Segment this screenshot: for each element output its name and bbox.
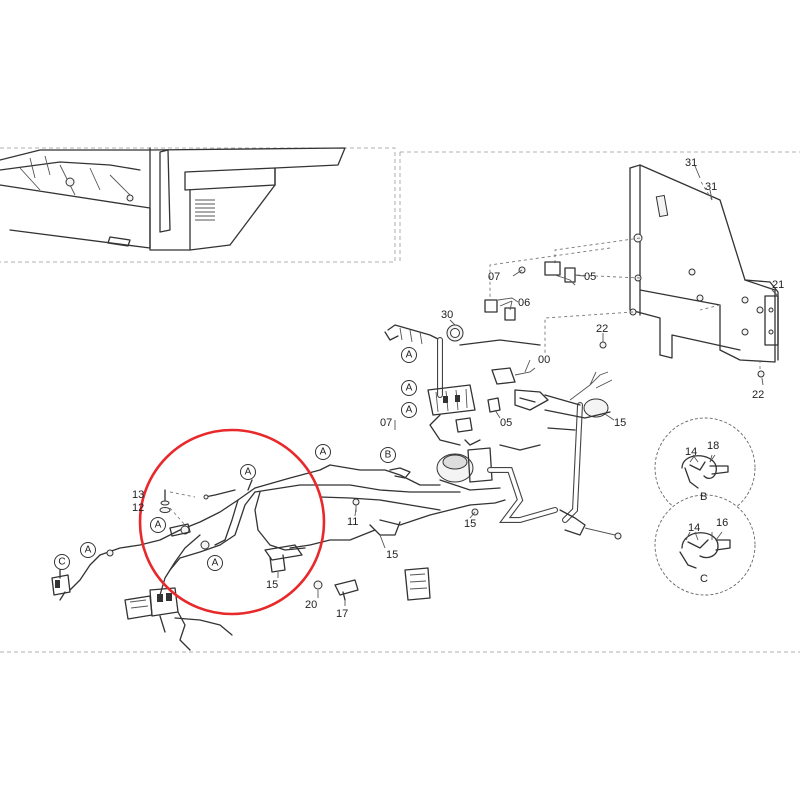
svg-text:A: A [406,383,413,394]
mounting-bracket [629,164,779,363]
svg-text:A: A [212,558,219,569]
leader-line [544,311,634,355]
svg-text:C: C [58,557,65,568]
svg-text:A: A [85,545,92,556]
ref-marker-a8: A [207,555,223,571]
part-label-22b: 22 [752,389,764,401]
ref-marker-a4: A [315,444,331,460]
part-label-31a: 31 [685,157,697,169]
part-label-11: 11 [347,516,358,528]
leader-line [574,274,641,279]
svg-text:A: A [245,467,252,478]
ref-marker-c1: C [54,554,70,570]
ref-marker-a5: A [240,464,256,480]
svg-text:A: A [406,350,413,361]
part-label-05b: 05 [500,417,512,429]
part-label-20: 20 [305,599,317,611]
detail-view-c-label: C [700,573,708,585]
highlight-circle [138,428,326,616]
part-label-00: 00 [538,354,550,366]
part-label-13: 13 [132,489,144,501]
leader-line [489,247,611,300]
part-label-07b: 07 [380,417,392,429]
part-label-15b: 15 [464,518,476,530]
detail-view-c [654,494,756,596]
part-label-22a: 22 [596,323,608,335]
center-assembly [404,439,622,601]
clip-parts-upper [484,261,765,378]
svg-text:A: A [406,405,413,416]
ref-marker-a3: A [401,402,417,418]
ref-marker-a7: A [80,542,96,558]
detail-view-b-label: B [700,491,707,503]
part-label-18: 18 [707,440,719,452]
part-label-15c: 15 [386,549,398,561]
part-label-12: 12 [132,502,144,514]
upper-harness [384,324,613,523]
leader-line [554,237,641,265]
part-label-21: 21 [772,279,784,291]
inset-view [0,147,396,263]
part-label-17: 17 [336,608,348,620]
part-label-15a: 15 [614,417,626,429]
leader-line [699,304,721,311]
leader-line [699,179,713,201]
part-label-14c: 14 [688,522,700,534]
ref-marker-b1: B [380,447,396,463]
lower-harness [51,464,506,651]
svg-text:B: B [385,450,392,461]
svg-text:A: A [320,447,327,458]
part-label-30: 30 [441,309,453,321]
label-leaders [277,165,779,606]
part-label-14b: 14 [685,446,697,458]
part-label-31b: 31 [705,181,717,193]
ref-marker-a6: A [150,517,166,533]
part-label-15d: 15 [266,579,278,591]
part-label-16: 16 [716,517,728,529]
part-label-05a: 05 [584,271,596,283]
ref-marker-a1: A [401,347,417,363]
ref-marker-a2: A [401,380,417,396]
part-label-06: 06 [518,297,530,309]
part-label-07a: 07 [488,271,500,283]
svg-text:A: A [155,520,162,531]
